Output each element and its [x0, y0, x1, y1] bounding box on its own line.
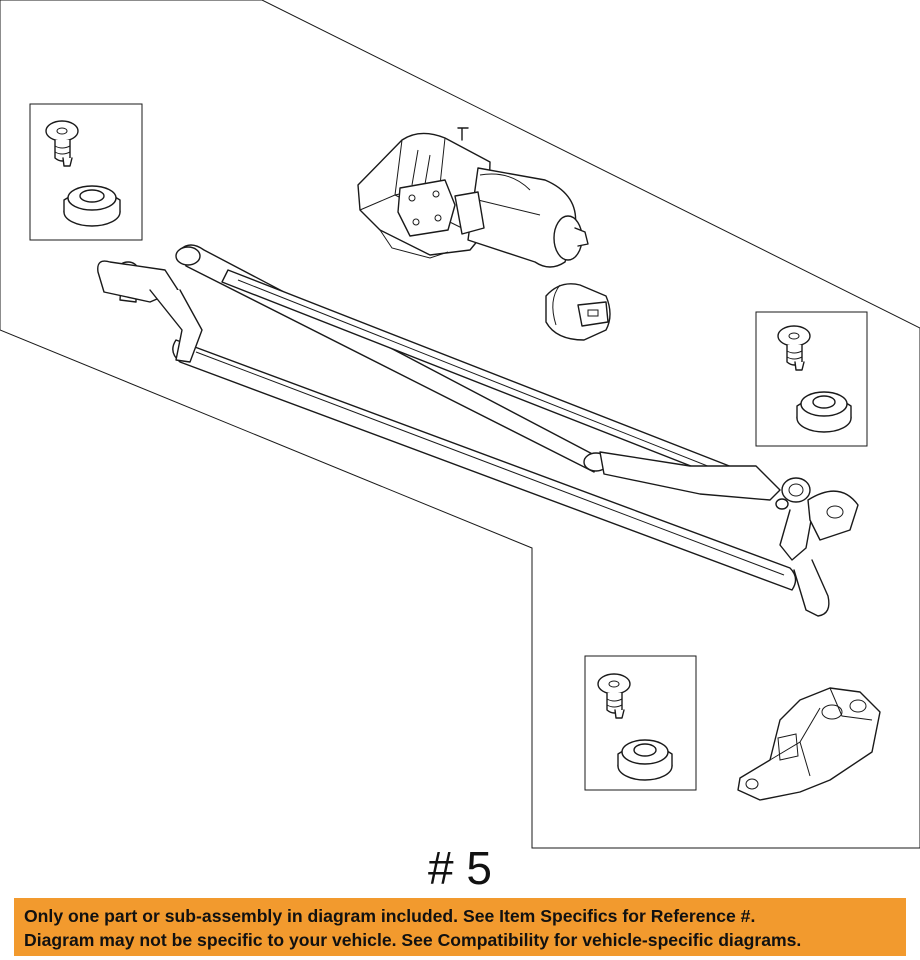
reference-number: # 5: [428, 842, 492, 894]
grommet-icon: [63, 185, 121, 227]
fastener-inset-right: [755, 311, 868, 447]
bolt-icon: [777, 325, 811, 371]
wiper-motor: [357, 127, 589, 268]
motor-connector: [545, 283, 611, 341]
wiper-linkage: [97, 244, 859, 617]
notice-line-2: Diagram may not be specific to your vehi…: [24, 930, 802, 950]
mounting-bracket: [737, 687, 881, 801]
bolt-icon: [45, 120, 79, 167]
parts-diagram: [0, 0, 920, 849]
fastener-inset-top-left: [29, 103, 143, 241]
grommet-icon: [617, 739, 673, 781]
fastener-inset-bottom: [584, 655, 697, 791]
bolt-icon: [597, 673, 631, 719]
notice-banner: Only one part or sub-assembly in diagram…: [14, 898, 906, 956]
grommet-icon: [796, 391, 852, 433]
diagram-outline: [0, 0, 920, 849]
notice-line-1: Only one part or sub-assembly in diagram…: [24, 906, 756, 926]
